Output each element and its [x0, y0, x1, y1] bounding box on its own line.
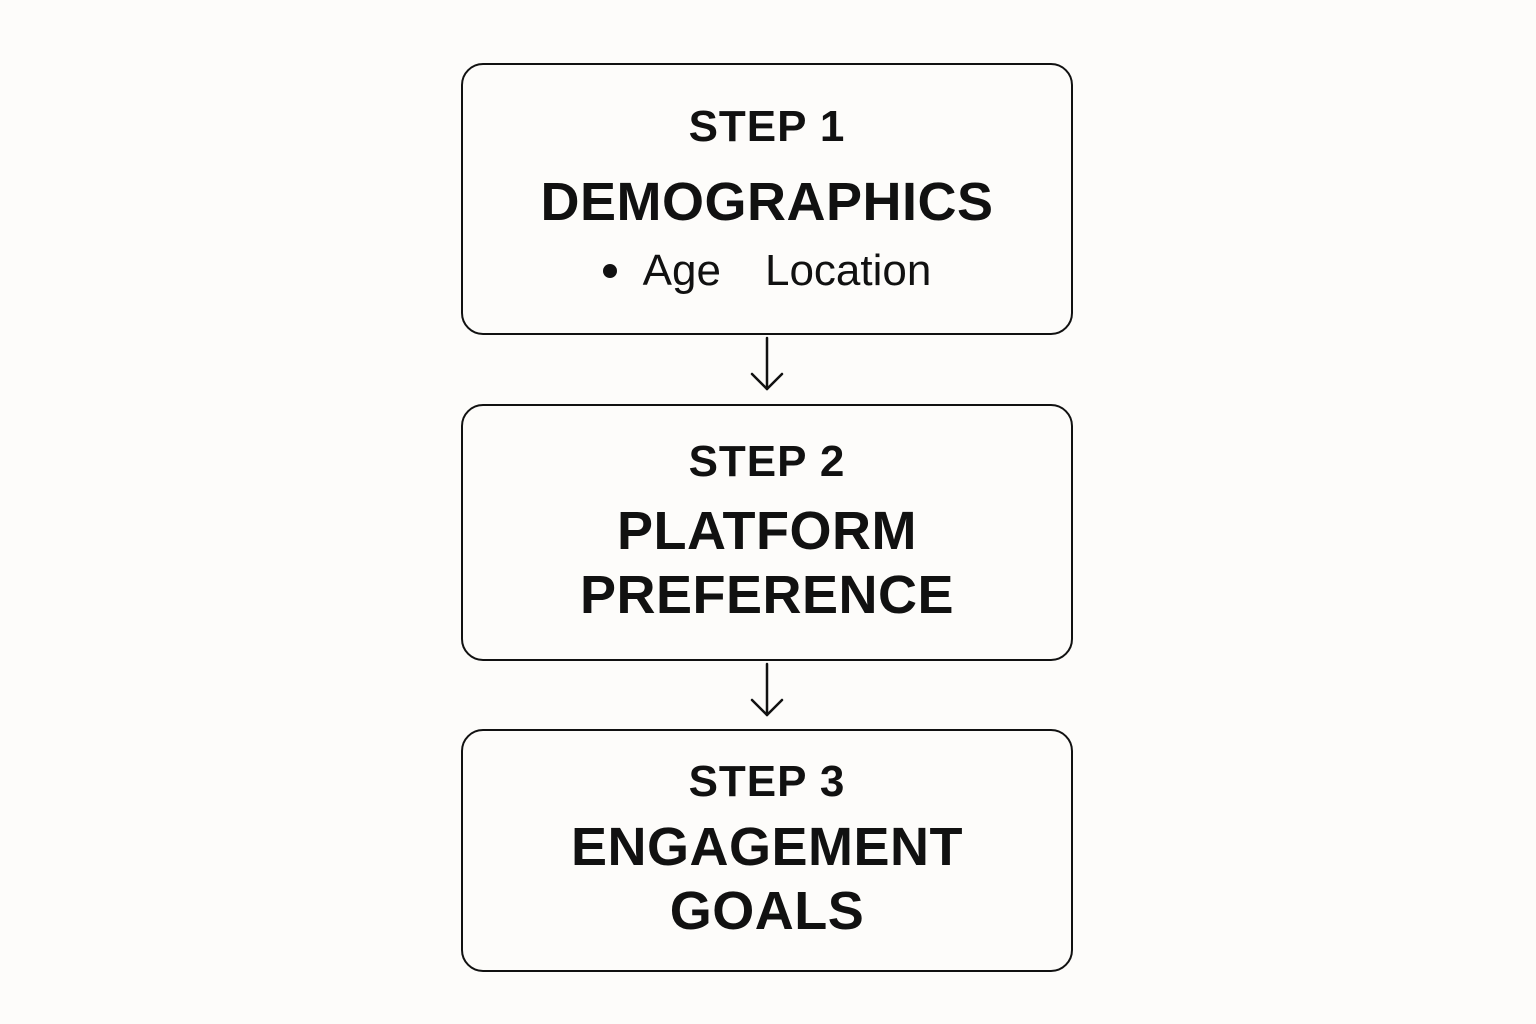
- detail-age: Age: [642, 245, 721, 295]
- step-2-title: PLATFORM PREFERENCE: [580, 500, 954, 627]
- step-1-box: STEP 1 DEMOGRAPHICS Age Location: [461, 63, 1073, 335]
- step-2-box: STEP 2 PLATFORM PREFERENCE: [461, 404, 1073, 661]
- step-3-box: STEP 3 ENGAGEMENT GOALS: [461, 729, 1073, 972]
- step-3-title-line-1: ENGAGEMENT: [570, 816, 964, 877]
- step-1-label: STEP 1: [688, 101, 846, 151]
- step-2-title-line-1: PLATFORM: [617, 500, 917, 561]
- step-1-title-line: DEMOGRAPHICS: [540, 172, 994, 233]
- detail-location: Location: [764, 245, 932, 295]
- arrow-down-icon: [750, 662, 784, 717]
- step-3-label: STEP 3: [688, 756, 846, 806]
- step-3-title: ENGAGEMENT GOALS: [571, 816, 963, 943]
- step-2-label: STEP 2: [688, 436, 846, 486]
- step-3-title-line-2: GOALS: [669, 880, 865, 941]
- bullet-dot-icon: [602, 263, 617, 278]
- arrow-down-icon: [750, 336, 784, 391]
- step-2-title-line-2: PREFERENCE: [579, 564, 955, 625]
- step-1-title: DEMOGRAPHICS: [540, 172, 994, 233]
- step-1-details: Age Location: [602, 245, 932, 295]
